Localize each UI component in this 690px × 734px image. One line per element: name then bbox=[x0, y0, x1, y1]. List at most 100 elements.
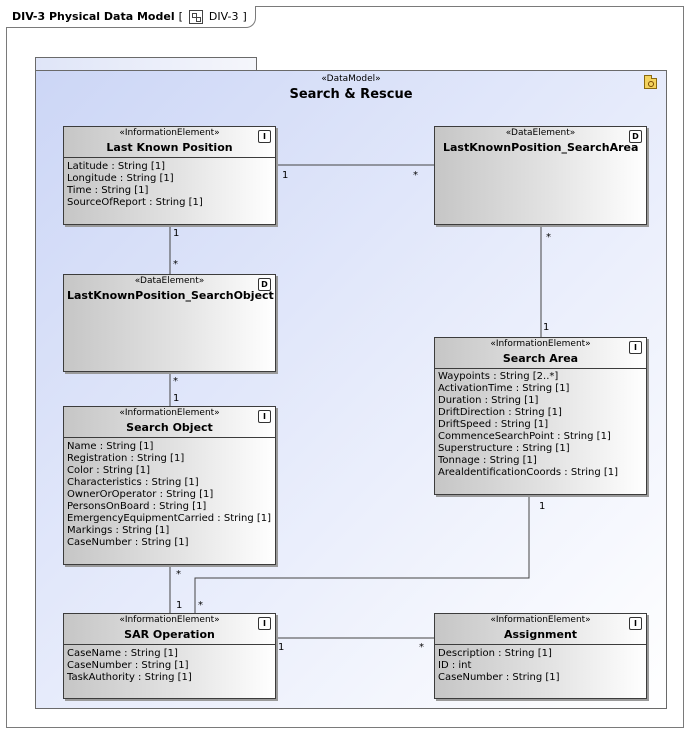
attribute-type: : String [1] bbox=[479, 455, 537, 466]
information-element-icon: I bbox=[258, 410, 271, 423]
attribute-row[interactable]: CommenceSearchPoint : String [1] bbox=[438, 431, 644, 443]
multiplicity-label: 1 bbox=[173, 228, 180, 239]
attribute-type: : String [1] bbox=[156, 489, 214, 500]
element-assignment[interactable]: «InformationElement» Assignment I Descri… bbox=[434, 613, 647, 699]
attribute-row[interactable]: DriftDirection : String [1] bbox=[438, 407, 644, 419]
attribute-row[interactable]: EmergencyEquipmentCarried : String [1] bbox=[67, 513, 273, 525]
attribute-row[interactable]: Longitude : String [1] bbox=[67, 173, 273, 185]
multiplicity-label: 1 bbox=[543, 322, 550, 333]
attribute-row[interactable]: ID : int bbox=[438, 660, 644, 672]
attribute-type: : String [1] bbox=[145, 197, 203, 208]
attribute-row[interactable]: Color : String [1] bbox=[67, 465, 273, 477]
attribute-row[interactable]: Superstructure : String [1] bbox=[438, 443, 644, 455]
element-stereotype: «InformationElement» bbox=[119, 408, 220, 418]
element-sar-operation[interactable]: «InformationElement» SAR Operation I Cas… bbox=[63, 613, 276, 699]
attribute-name: Characteristics bbox=[67, 477, 142, 488]
attribute-row[interactable]: TaskAuthority : String [1] bbox=[67, 672, 273, 684]
diagram-ref-label[interactable]: DIV-3 bbox=[208, 9, 239, 23]
attribute-name: SourceOfReport bbox=[67, 197, 146, 208]
attribute-name: Duration bbox=[438, 395, 482, 406]
attribute-row[interactable]: Waypoints : String [2..*] bbox=[438, 371, 644, 383]
diagram-ref-close-bracket: ] bbox=[242, 9, 247, 23]
attribute-name: ArealdentificationCoords bbox=[438, 467, 562, 478]
attribute-list: Name : String [1]Registration : String [… bbox=[67, 441, 273, 549]
attribute-type: : String [1] bbox=[512, 383, 570, 394]
package-name: Search & Rescue bbox=[289, 87, 413, 102]
attribute-type: : String [2..*] bbox=[490, 371, 559, 382]
element-stereotype: «InformationElement» bbox=[490, 615, 591, 625]
attribute-row[interactable]: CaseNumber : String [1] bbox=[67, 660, 273, 672]
element-lkp-search-area[interactable]: «DataElement» LastKnownPosition_SearchAr… bbox=[434, 126, 647, 225]
element-name: Search Area bbox=[502, 352, 579, 365]
attribute-name: ActivationTime bbox=[438, 383, 513, 394]
attribute-type: : String [1] bbox=[116, 173, 174, 184]
attribute-name: Waypoints bbox=[438, 371, 491, 382]
package-tab bbox=[35, 57, 257, 71]
class-diagram-icon bbox=[188, 9, 203, 24]
attribute-name: Longitude bbox=[67, 173, 117, 184]
package-stereotype: «DataModel» bbox=[321, 74, 381, 84]
attribute-name: CaseNumber bbox=[67, 537, 132, 548]
attribute-type: : String [1] bbox=[127, 453, 185, 464]
multiplicity-label: 1 bbox=[282, 170, 289, 181]
attribute-type: : String [1] bbox=[120, 648, 178, 659]
attribute-row[interactable]: Description : String [1] bbox=[438, 648, 644, 660]
attribute-row[interactable]: Characteristics : String [1] bbox=[67, 477, 273, 489]
attribute-type: : String [1] bbox=[108, 161, 166, 172]
element-name: Last Known Position bbox=[106, 141, 233, 154]
element-name: SAR Operation bbox=[124, 628, 215, 641]
attribute-name: ID bbox=[438, 660, 449, 671]
attribute-name: Name bbox=[67, 441, 97, 452]
multiplicity-label: * bbox=[413, 170, 418, 181]
element-stereotype: «DataElement» bbox=[134, 276, 205, 286]
attribute-name: Latitude bbox=[67, 161, 109, 172]
attribute-name: TaskAuthority bbox=[67, 672, 135, 683]
assoc-sa-sar bbox=[194, 495, 530, 613]
multiplicity-label: 1 bbox=[539, 501, 546, 512]
attribute-row[interactable]: Tonnage : String [1] bbox=[438, 455, 644, 467]
compartment-divider bbox=[64, 157, 275, 158]
multiplicity-label: 1 bbox=[176, 600, 183, 611]
attribute-row[interactable]: Registration : String [1] bbox=[67, 453, 273, 465]
element-search-object[interactable]: «InformationElement» Search Object I Nam… bbox=[63, 406, 276, 565]
attribute-name: Superstructure bbox=[438, 443, 513, 454]
diagram-title: DIV-3 Physical Data Model bbox=[12, 9, 175, 23]
attribute-name: Tonnage bbox=[438, 455, 480, 466]
multiplicity-label: 1 bbox=[173, 393, 180, 404]
multiplicity-label: * bbox=[176, 569, 181, 580]
element-lkp-search-object[interactable]: «DataElement» LastKnownPosition_SearchOb… bbox=[63, 274, 276, 372]
attribute-row[interactable]: SourceOfReport : String [1] bbox=[67, 197, 273, 209]
attribute-row[interactable]: Duration : String [1] bbox=[438, 395, 644, 407]
attribute-row[interactable]: ActivationTime : String [1] bbox=[438, 383, 644, 395]
attribute-row[interactable]: CaseNumber : String [1] bbox=[438, 672, 644, 684]
attribute-type: : String [1] bbox=[131, 660, 189, 671]
attribute-name: Markings bbox=[67, 525, 113, 536]
attribute-list: Waypoints : String [2..*]ActivationTime … bbox=[438, 371, 644, 479]
element-stereotype: «InformationElement» bbox=[490, 339, 591, 349]
attribute-row[interactable]: Markings : String [1] bbox=[67, 525, 273, 537]
attribute-row[interactable]: OwnerOrOperator : String [1] bbox=[67, 489, 273, 501]
element-search-area[interactable]: «InformationElement» Search Area I Waypo… bbox=[434, 337, 647, 495]
attribute-row[interactable]: ArealdentificationCoords : String [1] bbox=[438, 467, 644, 479]
attribute-row[interactable]: Name : String [1] bbox=[67, 441, 273, 453]
attribute-type: : String [1] bbox=[505, 407, 562, 418]
attribute-name: Time bbox=[67, 185, 92, 196]
attribute-row[interactable]: CaseNumber : String [1] bbox=[67, 537, 273, 549]
attribute-name: CaseName bbox=[67, 648, 121, 659]
element-name: LastKnownPosition_SearchArea bbox=[443, 141, 639, 154]
element-stereotype: «DataElement» bbox=[505, 128, 576, 138]
attribute-type: : String [1] bbox=[512, 443, 570, 454]
attribute-row[interactable]: Latitude : String [1] bbox=[67, 161, 273, 173]
attribute-row[interactable]: DriftSpeed : String [1] bbox=[438, 419, 644, 431]
element-last-known-position[interactable]: «InformationElement» Last Known Position… bbox=[63, 126, 276, 225]
attribute-row[interactable]: CaseName : String [1] bbox=[67, 648, 273, 660]
attribute-type: : String [1] bbox=[134, 672, 192, 683]
attribute-type: : String [1] bbox=[561, 467, 619, 478]
multiplicity-label: * bbox=[198, 600, 203, 611]
attribute-name: DriftDirection bbox=[438, 407, 506, 418]
attribute-type: : String [1] bbox=[502, 672, 560, 683]
attribute-row[interactable]: PersonsOnBoard : String [1] bbox=[67, 501, 273, 513]
attribute-type: : String [1] bbox=[481, 395, 539, 406]
attribute-row[interactable]: Time : String [1] bbox=[67, 185, 273, 197]
